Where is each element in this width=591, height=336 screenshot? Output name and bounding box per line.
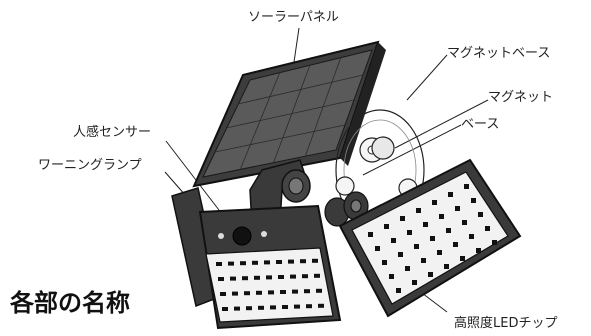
led-chip: [304, 289, 310, 294]
led-chip: [294, 304, 300, 309]
label-warning-lamp: ワーニングランプ: [38, 158, 142, 173]
led-chip: [230, 276, 236, 281]
led-chip: [375, 246, 380, 251]
led-chip: [439, 214, 444, 219]
label-solar-panel: ソーラーパネル: [248, 10, 339, 25]
led-chip: [216, 262, 222, 266]
label-base: ベース: [461, 117, 500, 132]
led-chip: [384, 224, 389, 229]
led-chip: [242, 276, 248, 281]
led-chip: [396, 288, 401, 293]
led-chip: [244, 291, 250, 296]
led-chip: [256, 290, 262, 295]
led-chip: [464, 184, 469, 189]
led-chip: [471, 198, 476, 203]
led-chip: [398, 252, 403, 257]
led-chip: [437, 250, 442, 255]
led-chip: [282, 305, 288, 309]
led-chip: [264, 260, 270, 265]
label-led-chips: 高照度LEDチップ: [454, 316, 558, 331]
led-chip: [391, 238, 396, 243]
led-chip: [469, 234, 474, 239]
led-chip: [278, 275, 284, 279]
led-chip: [246, 306, 252, 311]
led-chip: [414, 244, 419, 249]
led-chip: [306, 304, 312, 309]
led-chip: [423, 222, 428, 227]
led-chip: [302, 274, 308, 279]
led-chip: [446, 228, 451, 233]
led-chip: [290, 274, 296, 279]
right-head: [338, 158, 522, 318]
led-chip: [453, 242, 458, 247]
led-chip: [421, 258, 426, 263]
label-magnet: マグネット: [488, 90, 554, 105]
center-head: [198, 204, 342, 330]
solar-panel: [192, 40, 386, 188]
led-chip: [430, 236, 435, 241]
led-chip: [460, 256, 465, 261]
led-chip: [448, 192, 453, 197]
led-chip: [258, 305, 264, 310]
led-chip: [476, 248, 481, 253]
led-chip: [389, 274, 394, 279]
led-chip: [266, 275, 272, 280]
led-chip: [234, 306, 240, 311]
led-chip: [405, 266, 410, 271]
magnet-base: [335, 109, 425, 231]
led-chip: [455, 206, 460, 211]
led-chip: [312, 258, 318, 263]
led-chip: [428, 272, 433, 277]
led-chip: [432, 200, 437, 205]
led-chip: [252, 260, 258, 265]
led-chip: [412, 280, 417, 285]
led-chip: [316, 288, 322, 293]
led-chip: [400, 216, 405, 221]
page-title: 各部の名称: [10, 289, 130, 317]
led-chip: [280, 290, 286, 294]
led-chip: [220, 292, 226, 296]
led-chip: [232, 291, 238, 296]
led-chip: [478, 212, 483, 217]
led-chip: [368, 232, 373, 237]
led-chip: [228, 261, 234, 266]
label-motion-sensor: 人感センサー: [73, 125, 152, 140]
led-chip: [222, 307, 228, 311]
led-chip: [462, 220, 467, 225]
led-chip: [314, 273, 320, 278]
led-chip: [276, 260, 282, 264]
led-chip: [485, 226, 490, 231]
led-chip: [416, 208, 421, 213]
led-chip: [318, 303, 324, 308]
led-chip: [300, 259, 306, 264]
led-chip: [218, 277, 224, 281]
led-chip: [382, 260, 387, 265]
led-chip: [270, 305, 276, 310]
led-chip: [240, 261, 246, 266]
led-chip: [288, 259, 294, 264]
led-chip: [444, 264, 449, 269]
led-chip: [292, 289, 298, 294]
led-chip: [268, 290, 274, 295]
led-chip: [254, 275, 260, 280]
led-chip: [492, 240, 497, 245]
led-chip: [407, 230, 412, 235]
label-magnet-base: マグネットベース: [447, 46, 551, 61]
